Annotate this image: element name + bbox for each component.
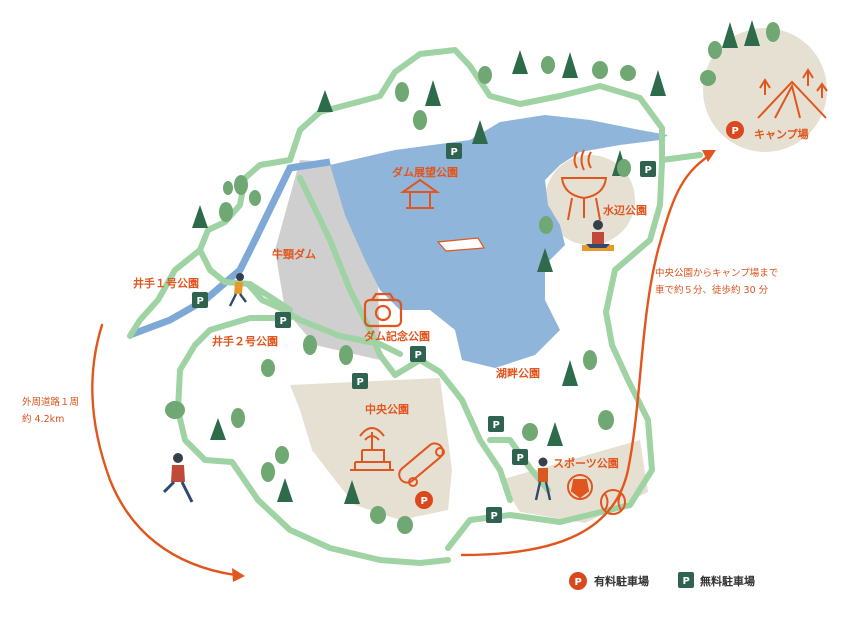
skateboard-icon xyxy=(398,442,445,487)
note-outer-road-2: 約 4.2km xyxy=(22,413,64,425)
svg-text:P: P xyxy=(493,420,500,431)
paid-parking-markers: P P xyxy=(415,121,744,509)
free-parking-marker: P xyxy=(275,312,291,328)
legend-free-parking-marker: P xyxy=(678,572,694,588)
svg-text:P: P xyxy=(280,316,287,327)
svg-text:P: P xyxy=(415,350,422,361)
svg-text:P: P xyxy=(575,577,582,588)
label-gyukubi-dam: 牛頸ダム xyxy=(272,247,316,261)
camera-icon xyxy=(363,292,403,328)
arrow-head-loop xyxy=(232,568,245,582)
label-sports-park: スポーツ公園 xyxy=(553,456,619,470)
boat-icon xyxy=(436,237,486,252)
free-parking-marker: P xyxy=(410,346,426,362)
label-ide2-park: 井手２号公園 xyxy=(212,334,278,348)
dam-structure xyxy=(275,160,380,360)
svg-text:P: P xyxy=(491,511,498,522)
route-arrows xyxy=(91,153,712,577)
paid-parking-marker: P xyxy=(415,491,433,509)
note-outer-road-1: 外周道路１周 xyxy=(22,396,79,408)
free-parking-marker: P xyxy=(446,143,462,159)
free-parking-markers: P P P P P P P P P xyxy=(192,143,656,523)
legend-paid-parking-marker: P xyxy=(569,572,587,590)
svg-text:P: P xyxy=(517,453,524,464)
runner-icon-1 xyxy=(228,273,247,307)
baseball-icon xyxy=(600,489,626,515)
free-parking-marker: P xyxy=(488,416,504,432)
svg-text:P: P xyxy=(683,576,690,587)
runner-icon-3 xyxy=(534,457,552,501)
svg-text:P: P xyxy=(421,496,428,507)
soccer-ball-icon xyxy=(567,474,593,500)
label-ide1-park: 井手１号公園 xyxy=(133,276,199,290)
fountain-icon xyxy=(350,427,394,471)
label-lakeside-park: 湖畔公園 xyxy=(496,366,540,380)
free-parking-marker: P xyxy=(512,449,528,465)
legend-paid-parking: 有料駐車場 xyxy=(594,574,649,588)
trees xyxy=(165,20,780,534)
river-channel xyxy=(128,158,331,339)
svg-text:P: P xyxy=(732,126,739,137)
free-parking-marker: P xyxy=(640,161,656,177)
legend: P 有料駐車場 P 無料駐車場 xyxy=(569,572,755,590)
label-camp-site: キャンプ場 xyxy=(754,127,809,141)
free-parking-marker: P xyxy=(352,373,368,389)
paid-parking-marker: P xyxy=(726,121,744,139)
free-parking-marker: P xyxy=(486,507,502,523)
label-central-park: 中央公園 xyxy=(365,402,409,416)
yoga-person-icon xyxy=(582,220,614,251)
free-parking-marker: P xyxy=(192,292,208,308)
pavilion-icon xyxy=(399,178,441,209)
note-camp-access-1: 中央公園からキャンプ場まで xyxy=(655,267,778,279)
tent-icon xyxy=(757,68,828,119)
lake xyxy=(330,115,668,368)
legend-free-parking: 無料駐車場 xyxy=(700,574,755,588)
bbq-grill-icon xyxy=(560,149,608,221)
round-tree-icons xyxy=(165,22,780,534)
svg-text:P: P xyxy=(357,377,364,388)
arrow-head-camp xyxy=(702,150,716,162)
note-camp-access-2: 車で約５分、徒歩約 30 分 xyxy=(655,284,769,296)
runner-icon-2 xyxy=(162,453,194,503)
svg-text:P: P xyxy=(451,147,458,158)
label-waterside-park: 水辺公園 xyxy=(603,203,647,217)
label-dam-memorial-park: ダム記念公園 xyxy=(364,329,430,343)
svg-text:P: P xyxy=(197,296,204,307)
label-dam-view-park: ダム展望公園 xyxy=(392,165,458,179)
svg-text:P: P xyxy=(645,165,652,176)
